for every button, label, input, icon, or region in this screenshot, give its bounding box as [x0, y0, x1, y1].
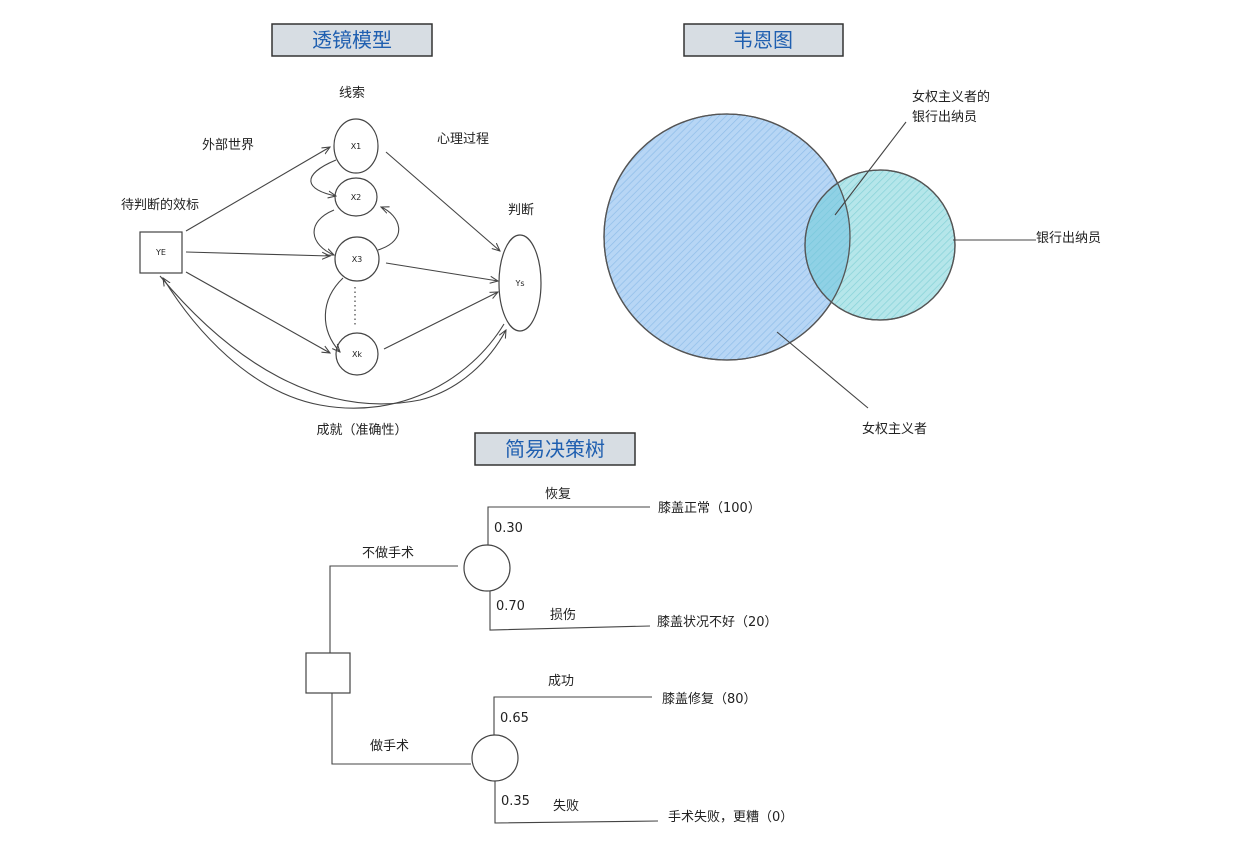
cue-label-x1: X1 — [351, 142, 362, 151]
cue-node-x3 — [334, 236, 380, 282]
arrow-xk-ys — [383, 292, 498, 350]
prob-success: 0.65 — [500, 711, 529, 726]
arrow-x3-ys — [385, 262, 498, 281]
cue-label-x2: X2 — [351, 193, 362, 202]
injury-label: 损伤 — [550, 608, 576, 623]
leader-feminist-teller — [834, 121, 907, 216]
cue-node-xk — [335, 332, 379, 376]
bank-teller-label: 银行出纳员 — [1036, 231, 1101, 246]
recover-label: 恢复 — [545, 487, 571, 502]
no-surgery-label: 不做手术 — [362, 546, 414, 561]
outcome-recover: 膝盖正常（100） — [658, 501, 761, 516]
cue-label-xk: Xk — [352, 350, 362, 359]
judgment-label: 判断 — [508, 203, 534, 218]
success-label: 成功 — [548, 674, 574, 689]
arrow-ye-x3 — [185, 251, 330, 256]
arrow-x3-xk — [324, 277, 344, 352]
arrow-x3-x2 — [377, 207, 400, 251]
arrow-achievement-forward — [159, 275, 506, 405]
decision-tree-title: 简易决策树 — [474, 432, 636, 466]
branch-success — [493, 696, 652, 735]
feminist-teller-label-line2: 银行出纳员 — [912, 110, 977, 125]
outcome-injury: 膝盖状况不好（20） — [657, 615, 778, 630]
arrow-ye-xk — [185, 271, 330, 353]
venn-diagram: 韦恩图 女权主义者的 银行出纳员 银行出纳员 女权主义者 — [603, 23, 1101, 437]
prob-failure: 0.35 — [501, 794, 530, 809]
lens-model-title: 透镜模型 — [271, 23, 433, 57]
lens-model-title-text: 透镜模型 — [312, 28, 392, 52]
outcome-success: 膝盖修复（80） — [662, 692, 757, 707]
criterion-label: 待判断的效标 — [121, 197, 199, 213]
venn-title-text: 韦恩图 — [733, 28, 793, 52]
chance-node-no-surgery — [463, 544, 511, 592]
arrow-x1-x2 — [310, 159, 336, 196]
outcome-failure: 手术失败，更糟（0） — [668, 810, 793, 825]
surgery-label: 做手术 — [370, 739, 409, 754]
arrow-ye-x1 — [185, 147, 330, 232]
chance-node-surgery — [471, 734, 519, 782]
branch-failure — [494, 781, 659, 824]
psych-process-label: 心理过程 — [437, 132, 489, 147]
prob-injury: 0.70 — [496, 599, 525, 614]
lens-model: 透镜模型 线索 外部世界 心理过程 待判断的效标 判断 成就（准确性） YE Y… — [121, 23, 542, 438]
ye-box — [139, 231, 183, 274]
arrow-x1-ys — [385, 151, 500, 251]
decision-node — [305, 652, 351, 694]
cue-label-x3: X3 — [352, 255, 363, 264]
cue-node-x1 — [333, 118, 379, 174]
branch-injury — [489, 591, 651, 631]
ys-label: Ys — [514, 279, 524, 288]
branch-recover — [487, 506, 650, 545]
failure-label: 失败 — [553, 799, 579, 814]
branch-surgery — [331, 693, 471, 765]
outer-world-label: 外部世界 — [202, 138, 254, 153]
leader-feminist — [776, 331, 869, 409]
venn-title: 韦恩图 — [683, 23, 844, 57]
cues-label: 线索 — [339, 86, 365, 101]
feminist-teller-label-line1: 女权主义者的 — [912, 89, 990, 105]
arrow-achievement-back — [163, 278, 505, 409]
achievement-label: 成就（准确性） — [316, 423, 407, 438]
decision-tree: 简易决策树 不做手术 做手术 恢复 0.30 膝盖正常（100） 0.70 损伤… — [305, 432, 793, 825]
decision-tree-title-text: 简易决策树 — [505, 437, 605, 461]
feminist-label: 女权主义者 — [862, 421, 927, 437]
branch-no-surgery — [329, 565, 458, 653]
arrow-x2-x3 — [313, 209, 334, 255]
ye-label: YE — [155, 248, 166, 257]
prob-recover: 0.30 — [494, 521, 523, 536]
